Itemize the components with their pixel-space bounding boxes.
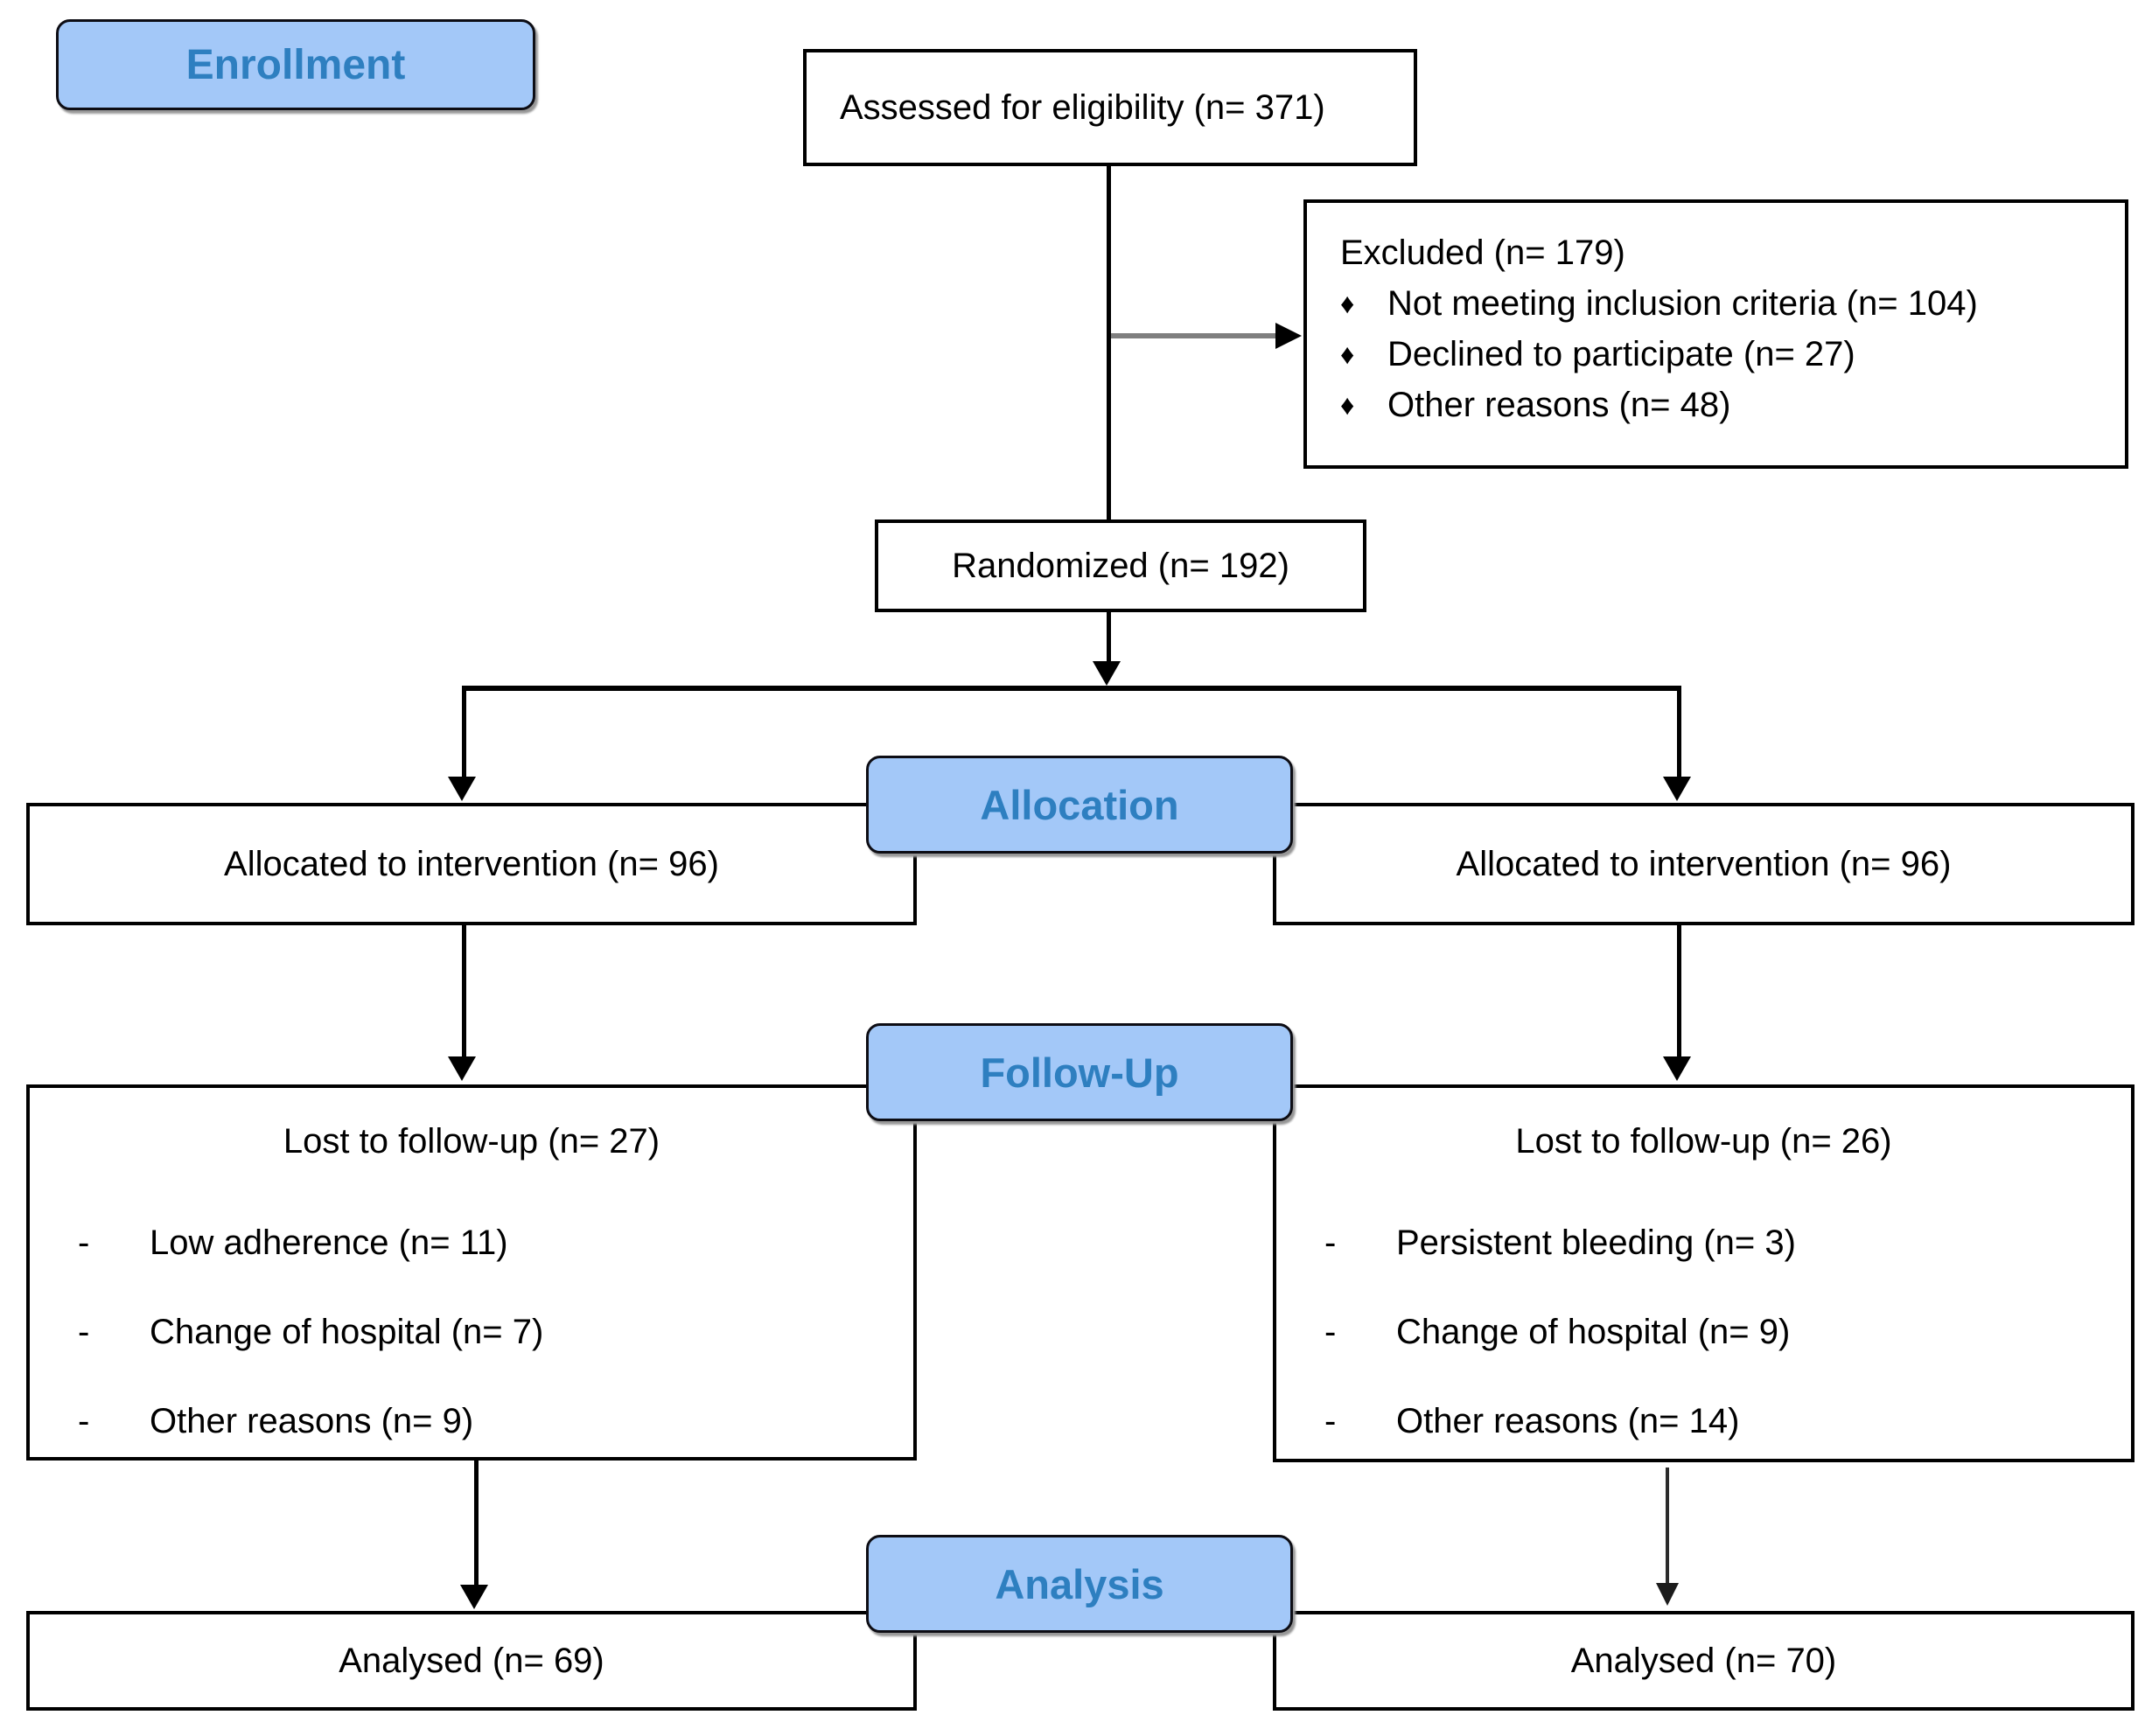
followup-item-text: Change of hospital (n= 7) <box>150 1313 544 1351</box>
followup-item: - Change of hospital (n= 7) <box>78 1312 913 1352</box>
connector-followup-to-analysis-left <box>474 1459 479 1585</box>
connector-branch-left <box>462 691 466 777</box>
followup-item-text: Persistent bleeding (n= 3) <box>1396 1224 1796 1262</box>
excluded-item: ♦ Declined to participate (n= 27) <box>1340 329 2092 380</box>
arrowhead-followup-left-icon <box>448 1056 476 1081</box>
followup-item: - Other reasons (n= 9) <box>78 1401 913 1441</box>
dash-bullet-icon: - <box>78 1224 90 1262</box>
arrowhead-analysis-left-icon <box>460 1585 488 1609</box>
assessed-eligibility-text: Assessed for eligibility (n= 371) <box>840 88 1325 127</box>
excluded-item: ♦ Not meeting inclusion criteria (n= 104… <box>1340 278 2092 329</box>
lost-followup-right-box: Lost to follow-up (n= 26) - Persistent b… <box>1273 1084 2135 1462</box>
dash-bullet-icon: - <box>78 1402 90 1440</box>
stage-label-analysis: Analysis <box>866 1535 1293 1633</box>
connector-randomized-to-branch <box>1107 612 1111 665</box>
diamond-bullet-icon: ♦ <box>1340 338 1355 370</box>
connector-alloc-to-followup-left <box>462 925 466 1056</box>
dash-bullet-icon: - <box>1324 1224 1337 1262</box>
followup-item: - Persistent bleeding (n= 3) <box>1324 1223 2131 1263</box>
allocated-left-text: Allocated to intervention (n= 96) <box>224 845 719 883</box>
dash-bullet-icon: - <box>1324 1402 1337 1440</box>
excluded-item-text: Not meeting inclusion criteria (n= 104) <box>1387 284 1978 323</box>
lost-followup-left-title: Lost to follow-up (n= 27) <box>283 1122 660 1161</box>
connector-branch-right <box>1677 691 1681 777</box>
dash-bullet-icon: - <box>78 1313 90 1351</box>
analysed-left-text: Analysed (n= 69) <box>339 1642 604 1680</box>
analysed-right-box: Analysed (n= 70) <box>1273 1611 2135 1711</box>
arrowhead-excluded-icon <box>1275 323 1302 349</box>
arrowhead-analysis-right-icon <box>1656 1583 1679 1606</box>
branch-bar <box>462 686 1681 691</box>
stage-label-followup: Follow-Up <box>866 1023 1293 1121</box>
stage-label-followup-text: Follow-Up <box>980 1049 1179 1096</box>
connector-alloc-to-followup-right <box>1677 925 1681 1056</box>
randomized-box: Randomized (n= 192) <box>875 519 1366 612</box>
allocated-right-box: Allocated to intervention (n= 96) <box>1273 803 2135 925</box>
followup-item-text: Other reasons (n= 9) <box>150 1402 474 1440</box>
excluded-box: Excluded (n= 179) ♦ Not meeting inclusio… <box>1303 199 2128 469</box>
arrowhead-branch-icon <box>1093 661 1121 686</box>
excluded-item: ♦ Other reasons (n= 48) <box>1340 380 2092 430</box>
excluded-item-text: Declined to participate (n= 27) <box>1387 335 1855 373</box>
lost-followup-right-title: Lost to follow-up (n= 26) <box>1515 1122 1892 1161</box>
followup-item: - Change of hospital (n= 9) <box>1324 1312 2131 1352</box>
dash-bullet-icon: - <box>1324 1313 1337 1351</box>
excluded-title: Excluded (n= 179) <box>1340 234 1625 272</box>
assessed-eligibility-box: Assessed for eligibility (n= 371) <box>803 49 1417 166</box>
followup-item: - Other reasons (n= 14) <box>1324 1401 2131 1441</box>
analysed-right-text: Analysed (n= 70) <box>1570 1642 1837 1680</box>
stage-label-analysis-text: Analysis <box>995 1560 1164 1607</box>
arrowhead-alloc-right-icon <box>1663 777 1691 801</box>
randomized-text: Randomized (n= 192) <box>952 547 1289 585</box>
stage-label-enrollment: Enrollment <box>56 19 535 110</box>
stage-label-enrollment-text: Enrollment <box>185 41 406 88</box>
followup-item-text: Change of hospital (n= 9) <box>1396 1313 1791 1351</box>
connector-followup-to-analysis-right <box>1666 1468 1669 1583</box>
diamond-bullet-icon: ♦ <box>1340 389 1355 421</box>
connector-assessed-to-randomized <box>1107 166 1111 519</box>
allocated-left-box: Allocated to intervention (n= 96) <box>26 803 917 925</box>
arrowhead-alloc-left-icon <box>448 777 476 801</box>
diamond-bullet-icon: ♦ <box>1340 288 1355 319</box>
lost-followup-right-items: - Persistent bleeding (n= 3) - Change of… <box>1276 1223 2131 1441</box>
followup-item: - Low adherence (n= 11) <box>78 1223 913 1263</box>
followup-item-text: Other reasons (n= 14) <box>1396 1402 1740 1440</box>
stage-label-allocation-text: Allocation <box>980 781 1179 828</box>
arrowhead-followup-right-icon <box>1663 1056 1691 1081</box>
stage-label-allocation: Allocation <box>866 756 1293 854</box>
excluded-item-text: Other reasons (n= 48) <box>1387 386 1731 424</box>
lost-followup-left-box: Lost to follow-up (n= 27) - Low adherenc… <box>26 1084 917 1461</box>
followup-item-text: Low adherence (n= 11) <box>150 1224 508 1262</box>
connector-to-excluded <box>1111 333 1279 338</box>
allocated-right-text: Allocated to intervention (n= 96) <box>1456 845 1952 883</box>
lost-followup-left-items: - Low adherence (n= 11) - Change of hosp… <box>30 1223 913 1441</box>
analysed-left-box: Analysed (n= 69) <box>26 1611 917 1711</box>
